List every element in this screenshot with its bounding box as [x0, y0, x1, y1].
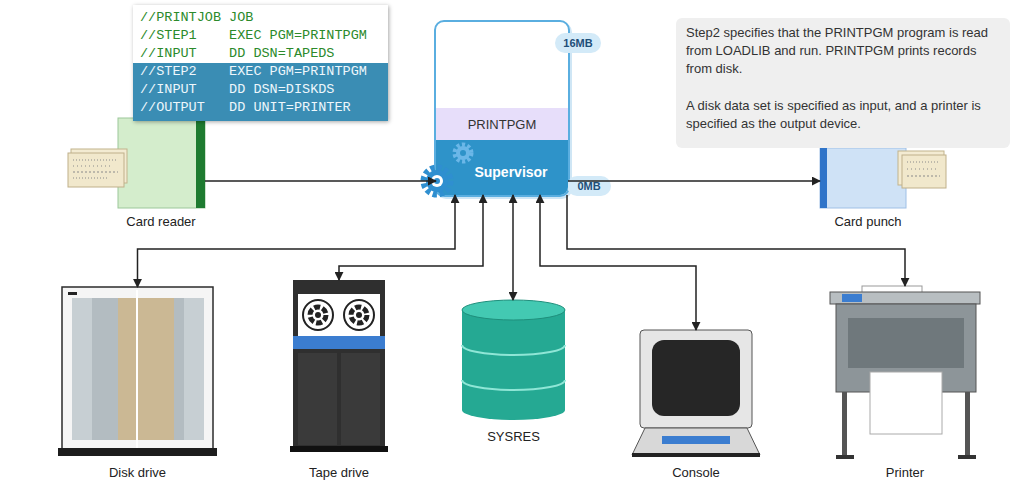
band-label: Supervisor: [474, 164, 547, 180]
printer-leg: [842, 392, 847, 456]
card-holes: [73, 160, 118, 161]
tape-base: [290, 446, 388, 452]
card-holes: [73, 172, 118, 173]
printer-foot: [836, 455, 854, 459]
sysres-volume: SYSRES: [462, 300, 565, 420]
device-label: Printer: [886, 465, 924, 481]
device-label: SYSRES: [487, 429, 540, 445]
io-connector: [339, 195, 483, 280]
gear-hub: [460, 150, 466, 156]
disk-base: [58, 448, 217, 456]
disk-indicator: [68, 292, 77, 295]
card-holes: [907, 169, 936, 170]
note-box: Step2 specifies that the PRINTPGM progra…: [676, 18, 1010, 148]
gear: [456, 146, 470, 160]
io-connector: [568, 180, 820, 182]
device-label: Console: [672, 465, 720, 481]
sysres-band: [462, 345, 565, 355]
jcl-statement: //INPUT DD DSN=DISKDS: [133, 81, 388, 99]
printer-panel: [842, 294, 862, 302]
jcl-statement: //PRINTJOB JOB: [133, 9, 388, 27]
note-paragraph: Step2 specifies that the PRINTPGM progra…: [686, 24, 998, 78]
card-punch-stripe: [820, 148, 827, 208]
tape-door: [298, 353, 337, 445]
disk-platter: [118, 298, 174, 440]
printer-paper-out: [870, 372, 942, 434]
io-connector: [540, 195, 696, 330]
tape-reel-spokes: [351, 307, 367, 323]
tape-reel: [303, 300, 333, 330]
card-holes: [907, 176, 940, 177]
tape-reel-spokes: [310, 307, 326, 323]
jcl-statement: //INPUT DD DSN=TAPEDS: [133, 45, 388, 63]
address-bubble: 0MB: [567, 176, 611, 196]
printer: Printer: [830, 286, 980, 460]
supervisor-area: Supervisor: [436, 140, 568, 195]
io-connector: [567, 195, 905, 286]
sysres-band: [462, 380, 565, 390]
card-reader-body: [118, 118, 205, 208]
punched-card: [68, 153, 124, 187]
card-holes: [907, 162, 940, 163]
tape-band: [293, 336, 385, 349]
device-label: Card punch: [834, 214, 901, 230]
jcl-statement: //OUTPUT DD UNIT=PRINTER: [133, 99, 388, 117]
program-area: PRINTPGM: [436, 108, 568, 140]
tape-drive: Tape drive: [293, 280, 385, 452]
jcl-card: //PRINTJOB JOB//STEP1 EXEC PGM=PRINTPGM/…: [133, 5, 388, 121]
io-connector: [512, 195, 514, 300]
io-connector: [138, 195, 456, 287]
jcl-statement: //STEP2 EXEC PGM=PRINTPGM: [133, 63, 388, 81]
console-base: [632, 453, 760, 457]
tape-cabinet: [293, 280, 385, 450]
console-screen: [652, 340, 740, 416]
printer-foot: [958, 455, 976, 459]
sysres-top: [462, 300, 565, 320]
jcl-statement: //STEP1 EXEC PGM=PRINTPGM: [133, 27, 388, 45]
memory-box: 16MB0MBPRINTPGMSupervisor: [434, 20, 570, 197]
band-label: PRINTPGM: [468, 117, 537, 132]
io-connector: [205, 180, 436, 182]
card-reader: Card reader: [117, 120, 205, 208]
card-holes: [73, 166, 112, 167]
disk-door-split: [136, 290, 138, 448]
console-keys: [662, 436, 730, 444]
note-paragraph: A disk data set is specified as input, a…: [686, 97, 998, 133]
console: Console: [632, 330, 760, 457]
sysres-cylinder: [462, 310, 565, 420]
device-label: Tape drive: [309, 465, 369, 481]
printer-front: [848, 318, 964, 368]
punched-card: [902, 155, 946, 188]
address-bubble: 16MB: [555, 33, 601, 53]
tape-reel-hub: [356, 312, 362, 318]
device-label: Card reader: [126, 214, 195, 230]
device-label: Disk drive: [109, 465, 166, 481]
card-reader-stripe: [196, 118, 205, 208]
disk-cabinet: [62, 287, 213, 450]
gear-teeth: [455, 145, 471, 161]
card-punch-body: [820, 148, 906, 208]
tape-reel-panel: [298, 294, 380, 336]
card-punch: Card punch: [820, 148, 916, 208]
card-holes: [73, 178, 108, 179]
printer-leg: [965, 392, 970, 456]
tape-door: [341, 353, 380, 445]
tape-reel: [344, 300, 374, 330]
printer-top: [830, 292, 980, 304]
console-monitor: [640, 330, 752, 428]
console-keyboard: [632, 428, 760, 455]
tape-reel-hub: [315, 312, 321, 318]
disk-drive: Disk drive: [62, 287, 213, 455]
